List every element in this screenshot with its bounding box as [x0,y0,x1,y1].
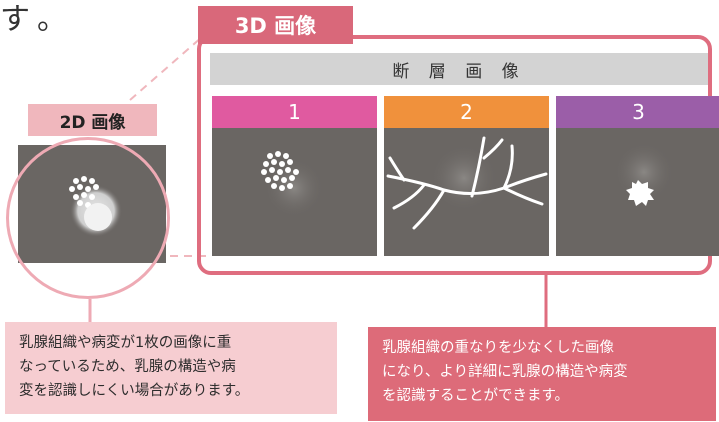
note-3d-line: を認識することができます。 [382,388,570,404]
lesion-star [626,180,654,206]
tomo-image-1 [261,151,324,218]
tomo-panel-1: 1 [212,96,377,256]
tomo-panel-2: 2 [384,96,549,256]
note-2d-line: 変を認識しにくい場合があります。 [19,383,250,399]
note-3d-line: 乳腺組織の重なりを少なくした画像 [382,340,614,356]
note-2d-line: 乳腺組織や病変が1枚の画像に重 [19,335,232,351]
tomo-image-2 [386,136,548,230]
label-2d: 2D 画像 [28,104,157,136]
tomo-image-3 [614,142,674,206]
duct-branches [386,136,548,230]
tomography-header: 断 層 画 像 [210,53,708,85]
dot-cluster [261,151,299,191]
note-3d: 乳腺組織の重なりを少なくした画像 になり、より詳細に乳腺の構造や病変 を認識する… [368,327,716,421]
connector-top-dashed [129,29,211,101]
circle-2d-highlight [6,137,170,299]
intro-text: す。 [0,2,77,37]
tomo-tab-2: 2 [384,96,549,128]
tomo-panel-3: 3 [556,96,719,256]
note-2d: 乳腺組織や病変が1枚の画像に重 なっているため、乳腺の構造や病 変を認識しにくい… [5,322,337,414]
note-3d-line: になり、より詳細に乳腺の構造や病変 [382,364,628,380]
tomo-tab-1: 1 [212,96,377,128]
note-2d-line: なっているため、乳腺の構造や病 [19,359,236,375]
label-3d: 3D 画像 [198,6,353,44]
tomo-tab-3: 3 [556,96,719,128]
